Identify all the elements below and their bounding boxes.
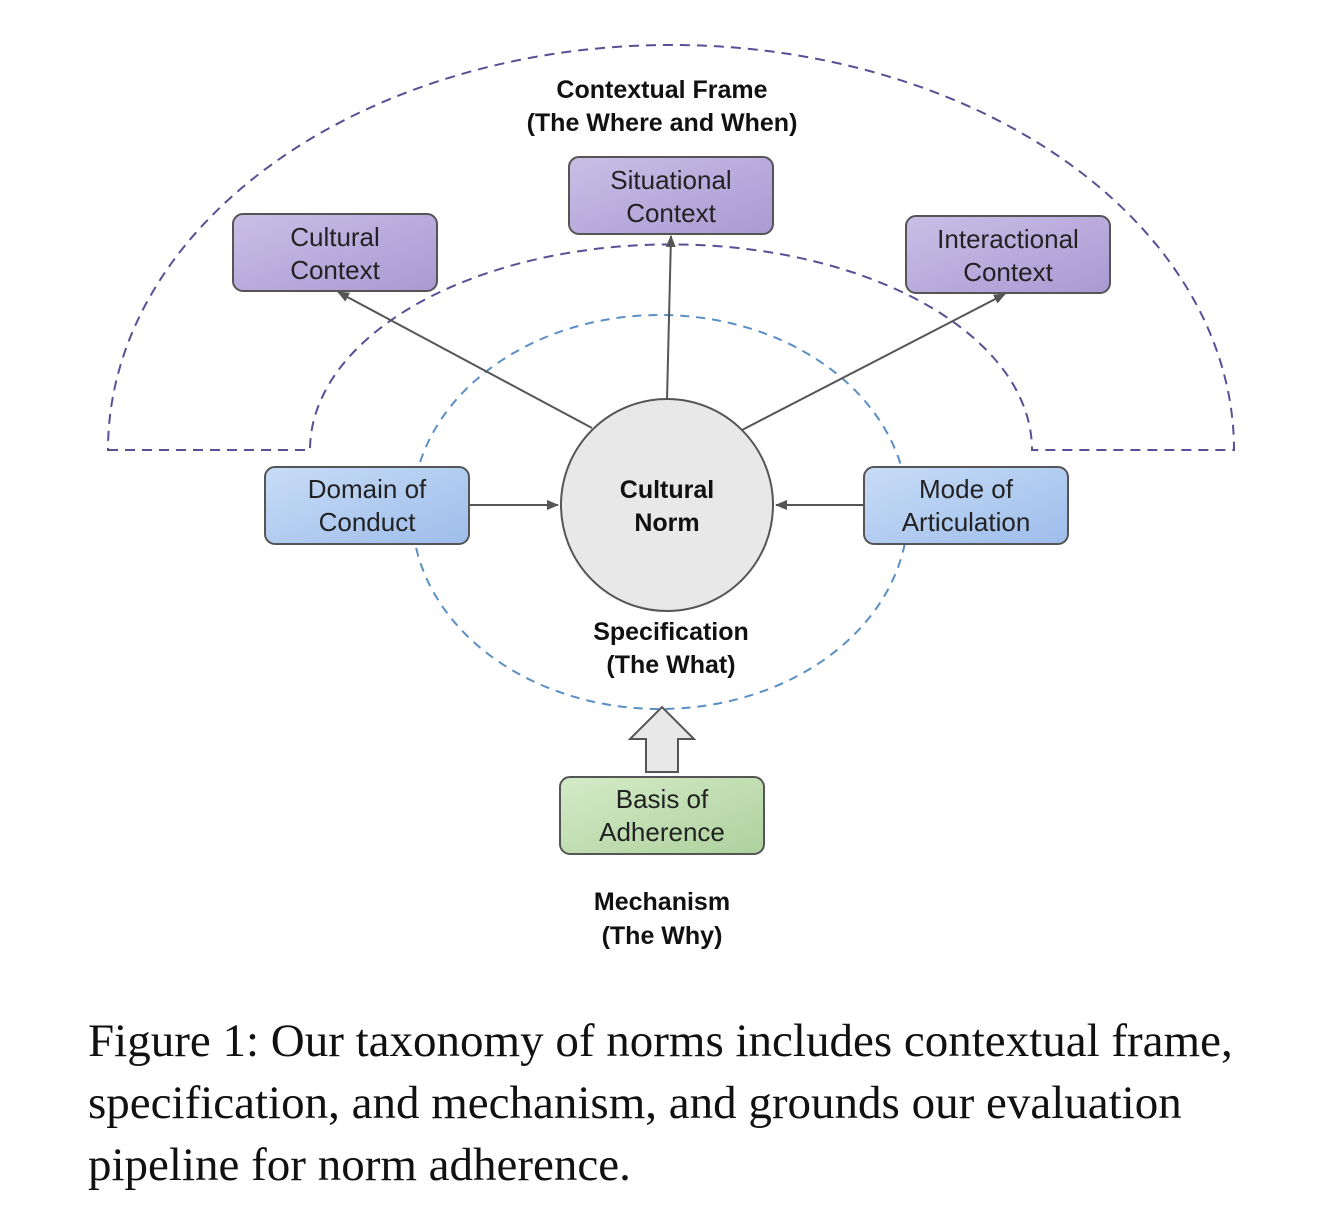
arrow-to-interactional-context (741, 293, 1006, 431)
svg-text:Context: Context (963, 257, 1053, 287)
taxonomy-diagram: Contextual Frame (The Where and When) Cu… (106, 44, 1236, 950)
frame-title: Contextual Frame (556, 76, 767, 104)
frame-subtitle: (The Where and When) (527, 109, 798, 137)
svg-text:Situational: Situational (610, 165, 731, 195)
mechanism-title: Mechanism (594, 888, 730, 916)
specification-subtitle: (The What) (606, 651, 735, 679)
svg-text:Conduct: Conduct (319, 507, 417, 537)
specification-title: Specification (593, 618, 749, 646)
svg-text:Cultural: Cultural (290, 222, 380, 252)
svg-text:Mode of: Mode of (919, 474, 1014, 504)
arrow-to-cultural-context (337, 291, 593, 429)
svg-text:Cultural: Cultural (620, 476, 714, 504)
arrow-to-situational-context (665, 235, 676, 401)
figure-caption: Figure 1: Our taxonomy of norms includes… (88, 1015, 1233, 1191)
svg-text:Domain of: Domain of (308, 474, 427, 504)
cultural-norm-node: Cultural Norm (560, 398, 774, 612)
svg-text:Interactional: Interactional (937, 224, 1079, 254)
mechanism-subtitle: (The Why) (602, 922, 723, 950)
svg-text:Norm: Norm (634, 509, 699, 537)
basis-of-adherence-box: Basis of Adherence (559, 776, 765, 855)
svg-text:Basis of: Basis of (616, 784, 709, 814)
svg-text:Adherence: Adherence (599, 817, 725, 847)
interactional-context-box: Interactional Context (905, 215, 1111, 294)
svg-text:Context: Context (290, 255, 380, 285)
svg-text:Context: Context (626, 198, 716, 228)
cultural-context-box: Cultural Context (232, 213, 438, 292)
contextual-frame-boundary (106, 44, 1236, 451)
domain-of-conduct-box: Domain of Conduct (264, 466, 470, 545)
up-block-arrow (627, 705, 697, 773)
situational-context-box: Situational Context (568, 156, 774, 235)
svg-text:Articulation: Articulation (902, 507, 1031, 537)
mode-of-articulation-box: Mode of Articulation (863, 466, 1069, 545)
